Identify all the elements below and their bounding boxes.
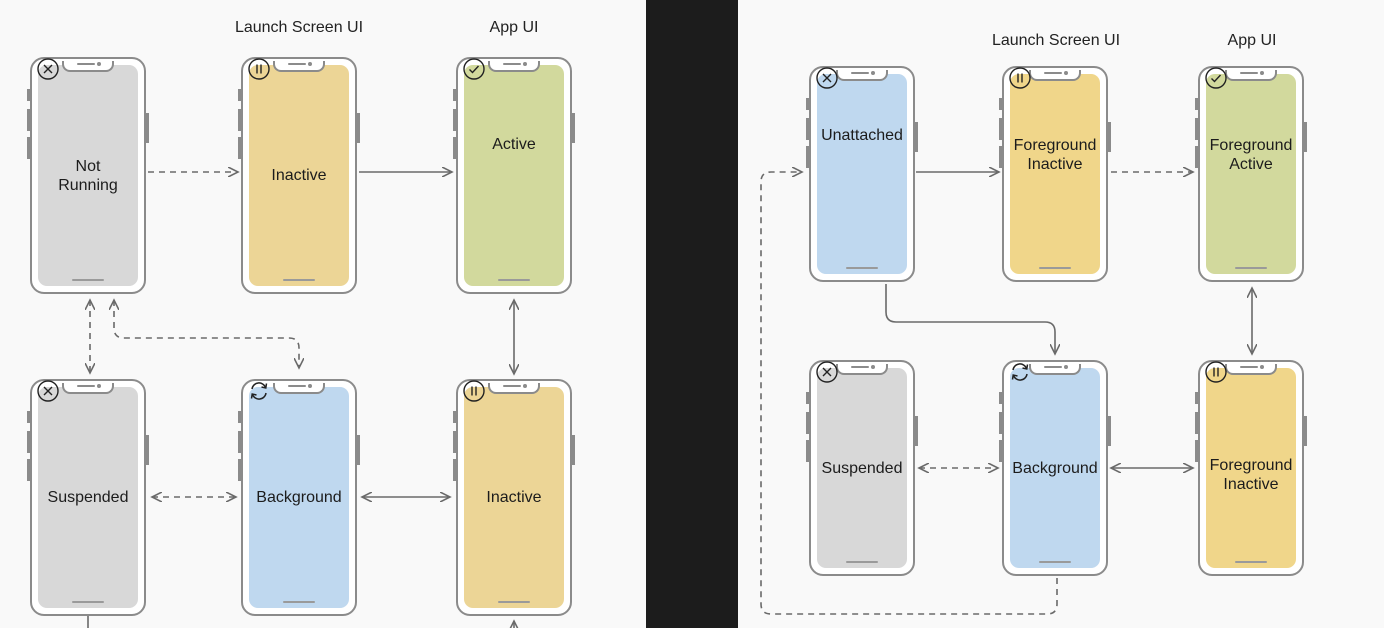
state-background: Background [238, 379, 360, 616]
refresh-arrows-icon [250, 382, 268, 400]
x-circle-icon [816, 361, 838, 383]
header-app-ui: App UI [489, 19, 539, 36]
state-unattached: Unattached [806, 66, 918, 282]
state-label: Suspended [821, 459, 903, 477]
state-label: Active [492, 136, 536, 153]
x-circle-icon [37, 380, 59, 402]
state-label: Background [1012, 459, 1098, 477]
panel-divider [646, 0, 738, 628]
pause-circle-icon [1205, 361, 1227, 383]
arrow-background-to-unattached [760, 172, 1058, 615]
pause-circle-icon [248, 58, 270, 80]
state-label: Inactive [271, 167, 327, 184]
check-circle-icon [1205, 67, 1227, 89]
state-background: Background [999, 360, 1111, 576]
state-label: Suspended [47, 489, 129, 506]
state-label: Background [256, 489, 342, 506]
pause-circle-icon [463, 380, 485, 402]
right-connectors [760, 0, 1384, 615]
state-suspended: Suspended [806, 360, 918, 576]
state-inactive-app: Inactive [453, 379, 575, 616]
scene-lifecycle-panel: Launch Screen UI App UI Unattached Foreg… [738, 0, 1384, 628]
x-circle-icon [37, 58, 59, 80]
arrow-notrunning-background [114, 300, 299, 368]
header-app-ui: App UI [1227, 32, 1277, 49]
header-launch-screen-ui: Launch Screen UI [991, 32, 1121, 49]
check-circle-icon [463, 58, 485, 80]
left-connectors [0, 0, 646, 628]
state-suspended: Suspended [27, 379, 149, 616]
arrow-unattached-to-background [885, 284, 1055, 354]
state-label: Inactive [486, 489, 542, 506]
state-label: Unattached [821, 127, 903, 144]
pause-circle-icon [1009, 67, 1031, 89]
state-active: Active [453, 57, 575, 294]
x-circle-icon [816, 67, 838, 89]
refresh-arrows-icon [1011, 363, 1029, 381]
state-inactive-launch: Inactive [238, 57, 360, 294]
header-launch-screen-ui: Launch Screen UI [234, 19, 364, 36]
